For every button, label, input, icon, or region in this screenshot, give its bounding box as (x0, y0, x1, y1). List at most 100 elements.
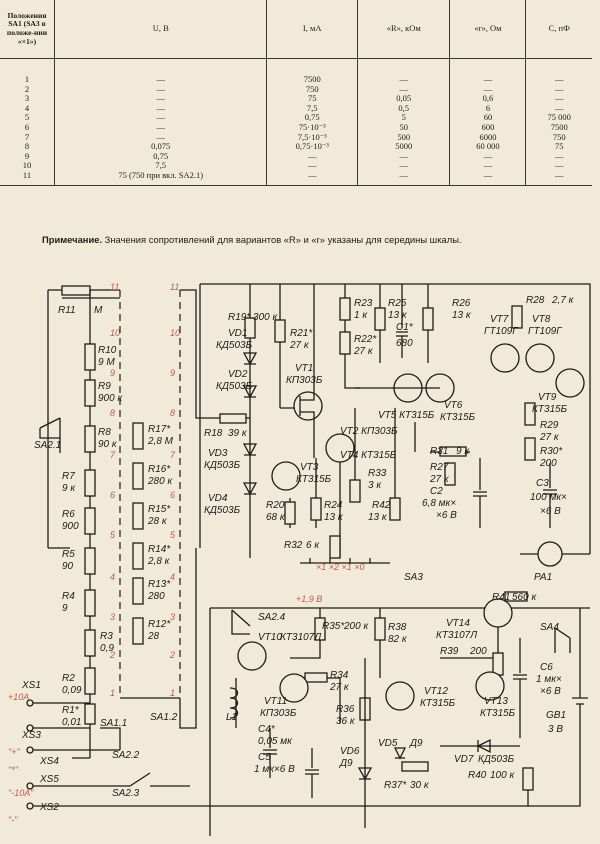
resistor-r35 (314, 617, 326, 641)
label-vd6: VD6 (340, 746, 360, 757)
label-r10: R10 (98, 345, 117, 356)
capacitor-c6 (513, 638, 527, 738)
label-r31v: 9 к (456, 446, 470, 457)
label-r41v: 560 к (512, 592, 537, 603)
label-vt8v: ГТ109Г (528, 326, 563, 337)
label-sa21: SA2.1 (34, 440, 61, 451)
input-jacks (26, 699, 211, 836)
diode-vd3 (242, 443, 258, 457)
header-resistance-R: «R», кОм (357, 0, 451, 59)
table-cell: 0,6 (449, 94, 527, 104)
label-r3v: 0,9 (100, 643, 114, 654)
sa1-1-pin: 7 (110, 450, 116, 460)
table-cell: — (449, 84, 527, 95)
label-vt12: VT12 (424, 686, 448, 697)
label-vt1: VT1 (295, 363, 313, 374)
table-cell: — (266, 170, 358, 186)
table-row: 2—750——— (0, 83, 592, 95)
label-r36: R36 (336, 704, 355, 715)
label-r13v: 280 (147, 591, 165, 602)
table-cell: 0,75 (54, 151, 268, 162)
table-cell: — (449, 161, 527, 171)
label-r18v: 39 к (228, 428, 248, 439)
table-cell: 4 (0, 103, 55, 114)
label-vt13: VT13 (484, 696, 508, 707)
header-current: I, мА (266, 0, 358, 59)
jack-xs4 (26, 746, 34, 754)
label-r30: R30* (540, 446, 563, 457)
table-cell: — (449, 170, 527, 186)
transistor-vt12 (385, 681, 415, 711)
table-cell: 3 (0, 94, 55, 104)
table-cell: 1 (0, 58, 55, 85)
label-sa23: SA2.3 (112, 788, 140, 799)
battery-gb1 (528, 608, 588, 807)
header-capacitance: C, пФ (525, 0, 592, 59)
label-vt3: VT3 (300, 462, 319, 473)
label-vd3v: КД503Б (204, 460, 241, 471)
table-cell: 6000 (449, 132, 527, 143)
label-r16: R16* (148, 464, 171, 475)
resistor-r37 (401, 761, 429, 772)
label-c4: C4* (258, 724, 276, 735)
transistor-vt1 (293, 391, 323, 421)
label-r27: R27 (430, 462, 449, 473)
label-r28v: 2,7 к (551, 295, 575, 306)
resistor-r5 (84, 547, 96, 575)
label-vt11: VT11 (264, 696, 287, 707)
capacitor-c2 (473, 458, 487, 528)
label-r32: R32 (284, 540, 303, 551)
sa1-2-pin: 5 (170, 530, 176, 540)
label-vd3: VD3 (208, 448, 228, 459)
table-cell: — (554, 83, 564, 94)
inductor-l1 (229, 678, 239, 728)
sa1-1-pin: 1 (110, 688, 115, 698)
table-cell: 500 (357, 132, 451, 143)
label-vt5: VT5 КТ315Б (378, 410, 435, 421)
label-r22v: 27 к (353, 346, 374, 357)
table-cell: — (54, 84, 268, 95)
label-vt8: VT8 (532, 314, 551, 325)
label-sa11: SA1.1 (100, 718, 127, 729)
label-vd1: VD1 (228, 328, 247, 339)
label-vt6: VT6 (444, 400, 463, 411)
label-r2v: 0,09 (62, 685, 82, 696)
label-sa24: SA2.4 (258, 612, 286, 623)
label-r12v: 28 (147, 631, 160, 642)
label-r24v: 13 к (324, 512, 344, 523)
label-r26: R26 (452, 298, 471, 309)
label-r4v: 9 (62, 603, 68, 614)
label-c4v: 0,05 мк (258, 736, 293, 747)
label-r25: R25 (388, 298, 407, 309)
table-cell: 0,75 (266, 113, 358, 123)
label-r5v: 90 (62, 561, 74, 572)
table-cell: 75 000 (547, 112, 571, 123)
label-c6v2: ×6 В (540, 686, 561, 697)
label-c5: C5 (258, 752, 271, 763)
resistor-r7 (84, 469, 96, 497)
label-r6: R6 (62, 509, 75, 520)
label-vd7: VD7 (454, 754, 474, 765)
note-label: Примечание. (42, 234, 103, 245)
transistor-vt8 (525, 343, 555, 373)
label-r29: R29 (540, 420, 559, 431)
table-cell: 10 (0, 161, 55, 171)
label-r7: R7 (62, 471, 75, 482)
label-vd4v: КД503Б (204, 505, 241, 516)
table-cell: 60 (449, 113, 527, 123)
label-vt9: VT9 (538, 392, 557, 403)
label-xs4: XS4 (39, 756, 59, 767)
label-r28: R28 (526, 295, 545, 306)
sa1-1-pin: 3 (110, 612, 115, 622)
sa1-1-pin: 11 (110, 282, 119, 292)
table-cell: 9 (0, 151, 55, 162)
table-cell: 7,5 (54, 161, 268, 171)
label-vt14: VT14 (446, 618, 470, 629)
header-resistance-r: «r», Ом (449, 0, 527, 59)
table-cell: — (357, 161, 451, 171)
label-r33: R33 (368, 468, 387, 479)
note-text: Значения сопротивлений для вариантов «R»… (104, 234, 462, 245)
